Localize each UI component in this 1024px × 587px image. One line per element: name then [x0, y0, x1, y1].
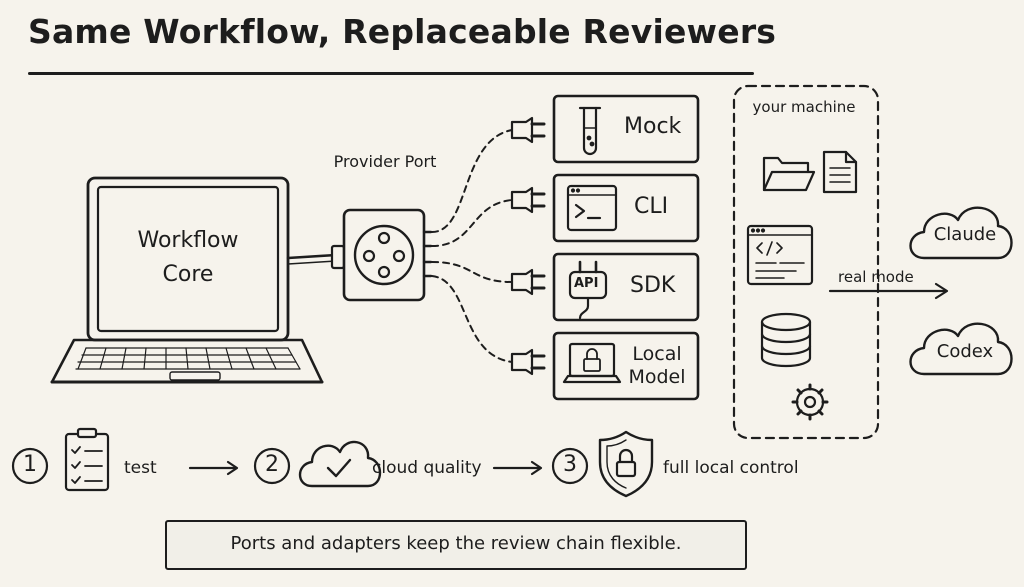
step-number: 1: [23, 452, 37, 477]
footer-callout: [165, 520, 747, 570]
terminal-icon: [566, 184, 618, 232]
laptop-icon: [50, 176, 324, 384]
plug-icon: [510, 348, 546, 376]
your-machine-region: [732, 84, 880, 440]
test-tube-icon: [578, 106, 602, 156]
core-to-port-cable: [286, 244, 346, 270]
adapter-box-sdk: [552, 252, 700, 322]
adapter-label-sdk: SDK: [630, 273, 676, 298]
adapter-box-mock: [552, 94, 700, 164]
cloud-icon: [909, 206, 1013, 260]
workflow-core-label: Workflow Core: [137, 228, 239, 287]
document-icon: [822, 150, 858, 194]
adapter-box-cli: [552, 173, 700, 243]
your-machine-label: your machine: [752, 98, 856, 116]
footer-text: Ports and adapters keep the review chain…: [230, 533, 682, 554]
adapter-label-cli: CLI: [634, 194, 669, 219]
step-number-circle: [11, 447, 49, 485]
shield-lock-icon: [598, 430, 654, 498]
plug-icon: [510, 268, 546, 296]
step-label-cloud-quality: cloud quality: [372, 458, 482, 478]
step-label-test: test: [124, 458, 157, 478]
cloud-check-icon: [298, 440, 382, 488]
api-badge: API: [574, 276, 599, 291]
database-icon: [760, 312, 812, 368]
adapter-box-local-model: [552, 331, 700, 401]
step-number: 2: [265, 452, 279, 477]
cloud-label-claude: Claude: [933, 224, 997, 245]
folder-icon: [762, 156, 816, 192]
provider-port-socket: [342, 208, 433, 302]
api-plug-icon: [568, 260, 608, 320]
step-label-full-local-control: full local control: [663, 458, 799, 478]
plug-icon: [510, 116, 546, 144]
adapter-connectors: [431, 129, 513, 363]
locked-laptop-icon: [562, 342, 622, 384]
step-number-circle: [253, 447, 291, 485]
gear-icon: [791, 383, 829, 421]
checklist-icon: [64, 427, 110, 492]
provider-port-label: Provider Port: [333, 152, 437, 171]
title-underline: [28, 72, 754, 75]
code-window-icon: [746, 224, 814, 286]
arrow-right-icon: [492, 460, 543, 476]
adapter-label-local-model: Local Model: [628, 343, 686, 388]
cloud-icon: [909, 322, 1013, 376]
step-number: 3: [563, 452, 577, 477]
adapter-label-mock: Mock: [624, 114, 682, 139]
plug-icon: [510, 186, 546, 214]
cloud-label-codex: Codex: [936, 341, 994, 362]
page-title: Same Workflow, Replaceable Reviewers: [28, 12, 777, 51]
real-mode-label: real mode: [838, 268, 914, 286]
step-number-circle: [551, 447, 589, 485]
real-mode-arrow: [828, 282, 949, 300]
arrow-right-icon: [188, 460, 239, 476]
